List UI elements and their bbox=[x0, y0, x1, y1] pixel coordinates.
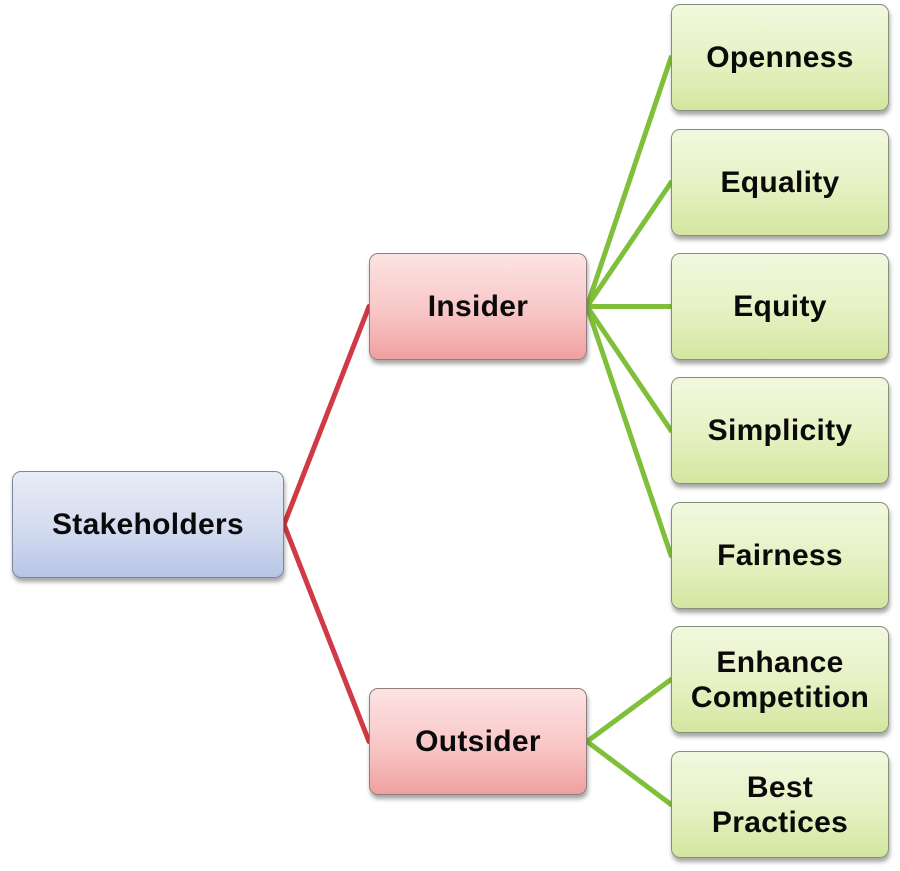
connector-insider-fairness bbox=[584, 304, 674, 558]
node-label: Outsider bbox=[415, 725, 541, 758]
node-outsider[interactable]: Outsider bbox=[369, 688, 587, 795]
node-equality[interactable]: Equality bbox=[671, 129, 889, 236]
connector-insider-equality bbox=[584, 180, 674, 309]
node-equity[interactable]: Equity bbox=[671, 253, 889, 360]
connector-outsider-enhance bbox=[584, 677, 674, 744]
node-openness[interactable]: Openness bbox=[671, 4, 889, 111]
node-label: Simplicity bbox=[707, 414, 853, 447]
node-label: Stakeholders bbox=[51, 508, 244, 541]
node-label: Equity bbox=[733, 290, 827, 323]
connector-root-insider bbox=[281, 304, 372, 527]
node-simplicity[interactable]: Simplicity bbox=[671, 377, 889, 484]
node-label: Best Practices bbox=[711, 770, 849, 839]
connector-outsider-best bbox=[584, 739, 674, 807]
node-label: Openness bbox=[706, 41, 854, 74]
node-label: Equality bbox=[720, 166, 840, 199]
node-enhance-competition[interactable]: Enhance Competition bbox=[671, 626, 889, 733]
node-stakeholders[interactable]: Stakeholders bbox=[12, 471, 284, 578]
node-label: Fairness bbox=[717, 539, 843, 572]
connector-insider-openness bbox=[584, 55, 674, 309]
node-label: Enhance Competition bbox=[690, 645, 870, 714]
node-best-practices[interactable]: Best Practices bbox=[671, 751, 889, 858]
connector-insider-simplicity bbox=[584, 304, 674, 433]
node-insider[interactable]: Insider bbox=[369, 253, 587, 360]
node-fairness[interactable]: Fairness bbox=[671, 502, 889, 609]
connector-root-outsider bbox=[281, 522, 372, 744]
node-label: Insider bbox=[427, 290, 529, 323]
